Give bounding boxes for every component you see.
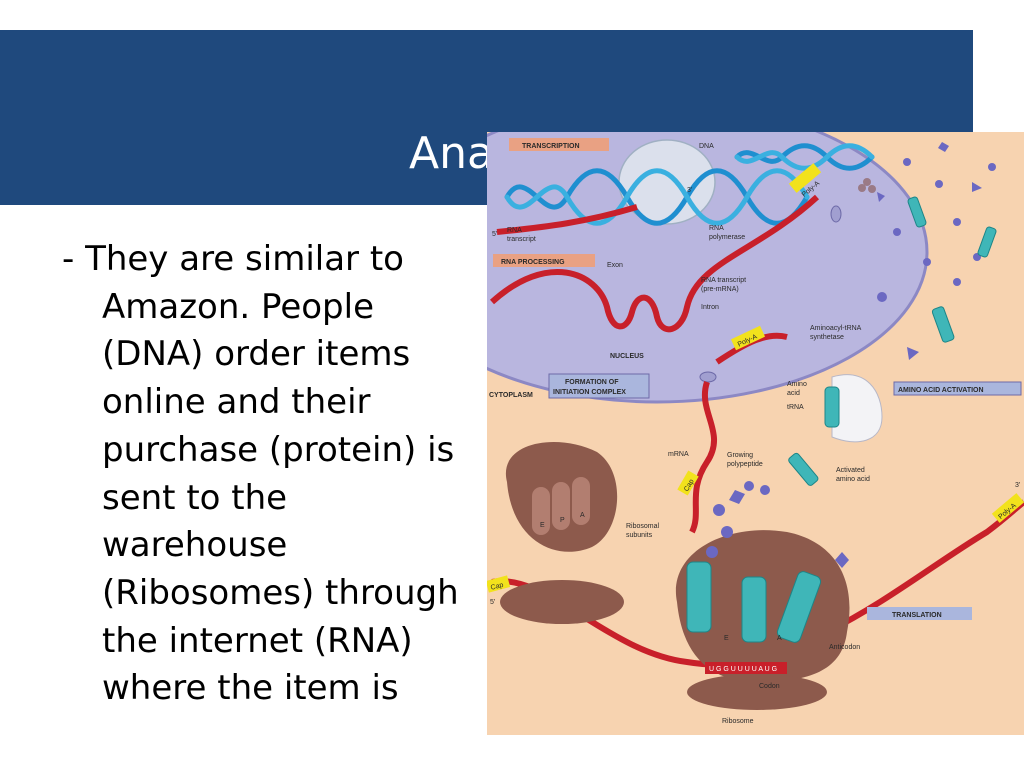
transcription-box: [509, 138, 609, 151]
codon-bar: [705, 662, 787, 674]
three-prime-label-b: 3': [1015, 482, 1020, 489]
ribosomal-label: Ribosomal: [626, 523, 660, 530]
ribosomal-label-2: subunits: [626, 532, 653, 539]
five-prime-label: 5': [492, 231, 497, 238]
aminoacyl-label: Aminoacyl-tRNA: [810, 325, 862, 332]
site-p-label: P: [560, 517, 565, 524]
intron-label: Intron: [701, 304, 719, 311]
translation-label: TRANSLATION: [892, 612, 942, 619]
protein-synthesis-diagram: TRANSCRIPTION RNA PROCESSING FORMATION O…: [487, 132, 1024, 735]
body-line: online and their: [102, 382, 371, 423]
rna-transcript-pre-label-2: (pre-mRNA): [701, 286, 739, 293]
cap-label: Cap: [490, 582, 504, 592]
anticodon-label: Anticodon: [829, 644, 860, 651]
body-line: warehouse: [102, 525, 288, 566]
mrna-cytoplasm-strand: [689, 381, 718, 534]
body-line: where the item is: [102, 668, 399, 709]
codon-label: Codon: [759, 683, 780, 690]
ribosome-grains: [858, 178, 876, 193]
mrna-label: mRNA: [668, 451, 689, 458]
pre-mrna-strand: [489, 194, 820, 333]
body-line: (Ribosomes) through: [102, 572, 459, 613]
site-e-label: E: [724, 635, 729, 642]
amino-acid-activation-box: [893, 381, 1022, 396]
codon-letters: U G G U U U U A U G: [709, 666, 777, 673]
poly-a-tags: [487, 163, 1024, 593]
trna-label: tRNA: [787, 404, 804, 411]
growing-label: Growing: [727, 452, 753, 459]
rna-polymerase-label: RNA: [709, 225, 724, 232]
transcription-label: TRANSCRIPTION: [522, 143, 580, 150]
rna-transcript-label-2: transcript: [507, 236, 536, 243]
body-line: the internet (RNA): [102, 620, 413, 661]
rna-transcript-label: RNA: [507, 227, 522, 234]
amino-acid-label-2: acid: [787, 390, 800, 397]
amino-acid-activation-label: AMINO ACID ACTIVATION: [898, 387, 984, 394]
amino-acid-label: Amino: [787, 381, 807, 388]
three-prime-label: 3': [687, 187, 692, 194]
ribosome-trnas: [686, 561, 822, 643]
rna-polymerase-label-2: polymerase: [709, 234, 745, 241]
rna-transcript-pre-label: RNA transcript: [701, 277, 746, 284]
aminoacyl-label-2: synthetase: [810, 334, 844, 341]
body-line: (DNA) order items: [102, 334, 411, 375]
body-line: purchase (protein) is: [102, 429, 455, 470]
site-a-label: A: [777, 635, 782, 642]
growing-label-2: polypeptide: [727, 461, 763, 468]
polypeptide-chain: [706, 481, 849, 568]
body-line: - They are similar to: [62, 239, 404, 279]
translation-box: [867, 607, 972, 620]
site-e-label: E: [540, 522, 545, 529]
formation-box: [548, 373, 650, 399]
body-text: - They are similar to Amazon. People (DN…: [62, 236, 502, 713]
slide-title: Ana: [409, 128, 494, 179]
formation-label-2: INITIATION COMPLEX: [553, 389, 626, 396]
cytoplasm-label: CYTOPLASM: [489, 392, 533, 399]
body-line: sent to the: [102, 477, 288, 518]
trna-molecules: [788, 196, 997, 486]
rna-processing-box: [493, 254, 595, 267]
dna-label: DNA: [699, 143, 714, 150]
formation-label: FORMATION OF: [565, 379, 619, 386]
ribosome-small-subunit: [687, 674, 827, 710]
site-a-label: A: [580, 512, 585, 519]
rna-processing-label: RNA PROCESSING: [501, 259, 565, 266]
nuclear-pores: [699, 205, 842, 383]
body-line: Amazon. People: [102, 286, 374, 327]
ribosomal-subunit-small: [500, 580, 624, 624]
activated-label: Activated: [836, 467, 865, 474]
ribosomal-sites: [532, 477, 590, 535]
trna-synthetase: [831, 374, 883, 443]
five-prime-label-b: 5': [490, 599, 495, 606]
ribosome-label: Ribosome: [722, 718, 754, 725]
dna-helix: [504, 143, 875, 226]
activated-label-2: amino acid: [836, 476, 870, 483]
nucleus-label: NUCLEUS: [610, 353, 644, 360]
exon-label: Exon: [607, 262, 623, 269]
rna-transcript-strand: [496, 204, 638, 235]
